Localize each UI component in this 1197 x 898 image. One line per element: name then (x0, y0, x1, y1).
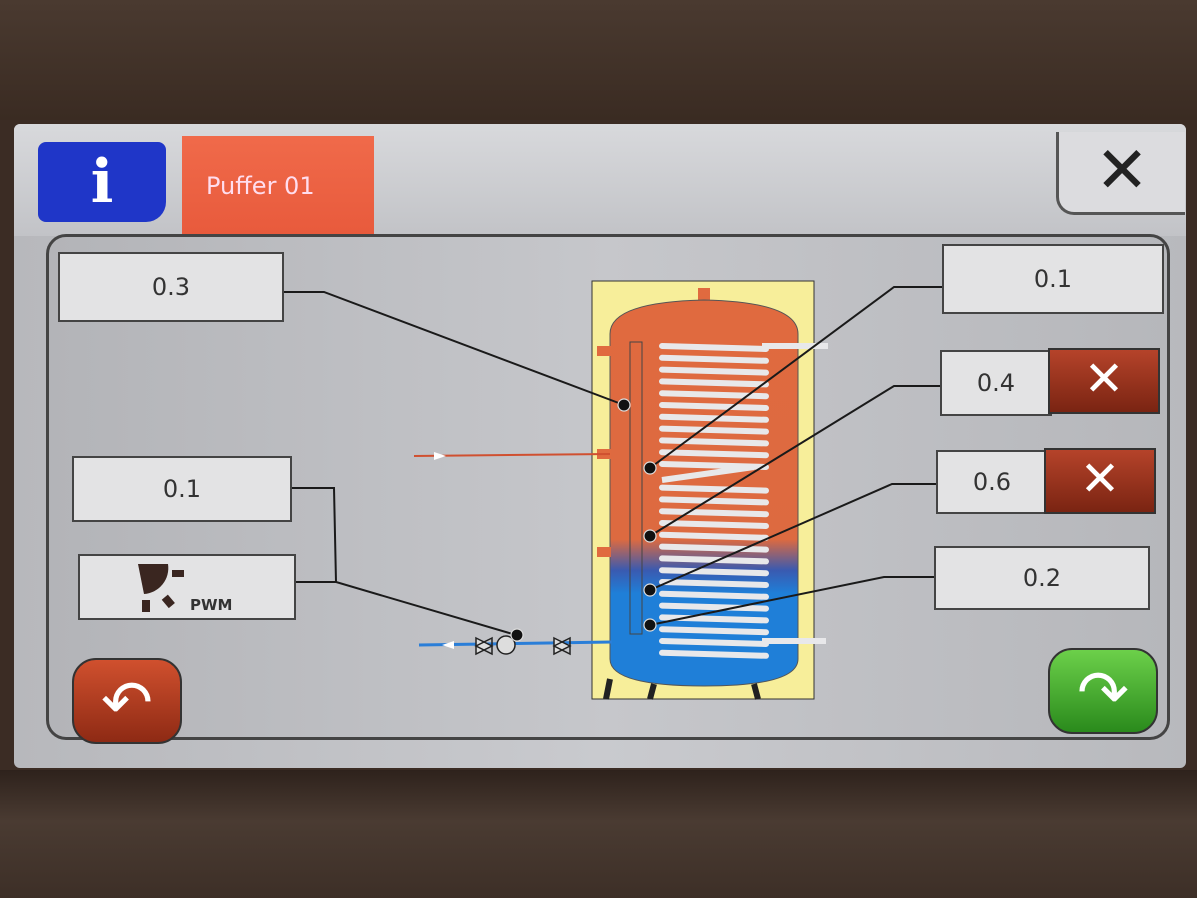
hot-inlet-pipe (413, 453, 611, 457)
touch-screen: i Puffer 01 ✕ (14, 124, 1186, 768)
coil-turn (659, 366, 769, 376)
sensor-dot (643, 618, 657, 632)
device-bezel-bottom (0, 770, 1197, 898)
coil-turn (659, 555, 769, 565)
coil-turn (659, 343, 769, 352)
coil-turn (659, 626, 769, 636)
coil-turn (659, 425, 769, 435)
heat-exchanger-coil (659, 343, 828, 659)
sun-pump-icon (138, 564, 184, 612)
coil-turn (659, 496, 769, 506)
pump-pwm-button[interactable]: PWM (78, 554, 296, 620)
side-port (597, 547, 611, 557)
coil-turn (659, 602, 769, 612)
coil-turn (659, 402, 769, 411)
coil-turn (659, 638, 769, 647)
sensor-points (510, 398, 657, 642)
forward-button[interactable]: ↷ (1048, 648, 1158, 734)
sensor-value-mid-left[interactable]: 0.1 (72, 456, 292, 522)
pwm-label: PWM (190, 596, 233, 614)
x-icon: ✕ (1083, 351, 1125, 407)
sensor-value-right-1[interactable]: 0.1 (942, 244, 1164, 314)
info-button[interactable]: i (38, 142, 166, 222)
coil-turn (659, 590, 769, 600)
coil-turn (659, 437, 769, 447)
coil-turn (659, 649, 769, 659)
x-icon: ✕ (1079, 451, 1121, 507)
sensor-value-right-4[interactable]: 0.2 (934, 546, 1150, 610)
header-bar: i Puffer 01 ✕ (14, 124, 1186, 236)
tab-puffer-01[interactable]: Puffer 01 (182, 136, 374, 236)
coil-turn (659, 484, 769, 494)
buffer-tank-diagram (282, 280, 942, 700)
coil-turn (659, 531, 769, 541)
tank-top-port (698, 288, 710, 302)
side-port (597, 346, 611, 356)
sensor-dot (643, 583, 657, 597)
coil-turn (659, 378, 769, 388)
sensor-dot (643, 461, 657, 475)
coil-turn (659, 567, 769, 577)
coil-turn (659, 354, 769, 364)
pump-dot (510, 628, 524, 642)
coil-turn (659, 413, 769, 423)
hot-flow-arrow-icon (434, 452, 446, 460)
coil-connection (661, 464, 755, 483)
coil-turn (659, 449, 769, 459)
coil-turn (659, 520, 769, 529)
back-arrow-icon: ↶ (101, 666, 153, 739)
coil-turn (659, 543, 769, 553)
sensor-dot (617, 398, 631, 412)
coil-turn (659, 579, 769, 588)
sensor-leader-lines (282, 286, 942, 636)
coil-turn (659, 508, 769, 518)
sensor-value-right-2[interactable]: 0.4 (940, 350, 1052, 416)
tank-legs (603, 678, 761, 700)
sensor-rail (629, 341, 643, 635)
sensor-value-right-3[interactable]: 0.6 (936, 450, 1048, 514)
sensor-value-top-left[interactable]: 0.3 (58, 252, 284, 322)
device-bezel-top (0, 0, 1197, 120)
remove-sensor-2-button[interactable]: ✕ (1048, 348, 1160, 414)
back-button[interactable]: ↶ (72, 658, 182, 744)
forward-arrow-icon: ↷ (1077, 656, 1129, 729)
close-button[interactable]: ✕ (1056, 132, 1185, 215)
close-icon: ✕ (1095, 134, 1149, 208)
sensor-dot (643, 529, 657, 543)
pump-valve-icon (474, 635, 572, 656)
coil-turn (659, 614, 769, 624)
cold-flow-arrow-icon (442, 641, 454, 649)
remove-sensor-3-button[interactable]: ✕ (1044, 448, 1156, 514)
